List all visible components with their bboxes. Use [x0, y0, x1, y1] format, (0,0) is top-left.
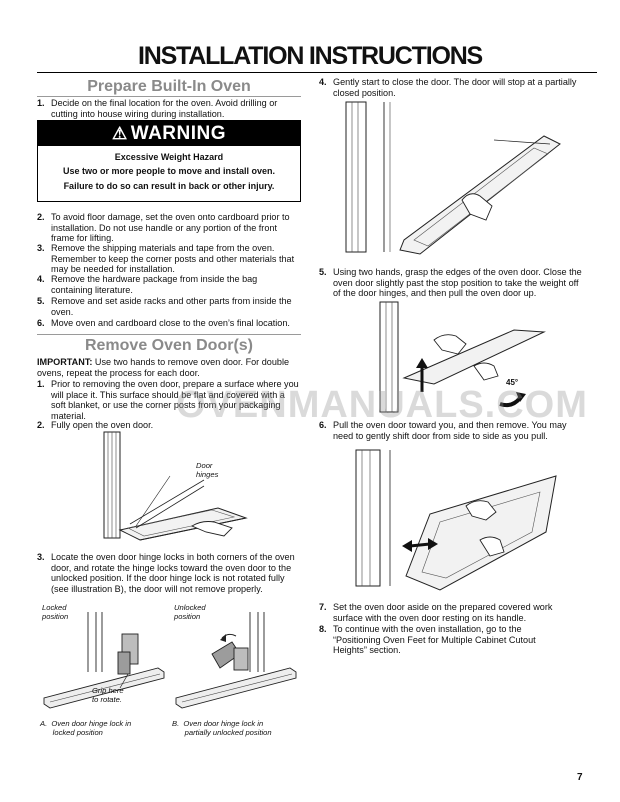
step-remove-8: 8. To continue with the oven installatio…	[319, 624, 536, 656]
illustration-pull-door	[355, 449, 557, 591]
warning-line-1: Use two or more people to move and insta…	[62, 166, 276, 176]
step-prepare-6: 6. Move oven and cardboard close to the …	[37, 318, 290, 328]
title-rule	[37, 72, 597, 73]
step-remove-3: 3. Locate the oven door hinge locks in b…	[37, 552, 295, 594]
illustration-lift-door	[379, 301, 546, 413]
watermark: OVENMANUALS.COM	[176, 384, 588, 426]
locked-position-label: Locked position	[42, 603, 69, 621]
step-prepare-3: 3. Remove the shipping materials and tap…	[37, 243, 295, 275]
grip-here-label: Grip here to rotate.	[92, 686, 124, 704]
step-prepare-5: 5. Remove and set aside racks and other …	[37, 296, 292, 317]
warning-header: ⚠ WARNING	[38, 121, 300, 146]
step-remove-4: 4. Gently start to close the door. The d…	[319, 77, 577, 98]
step-remove-7: 7. Set the oven door aside on the prepar…	[319, 602, 553, 623]
warning-hazard: Excessive Weight Hazard	[114, 152, 224, 162]
page-title: INSTALLATION INSTRUCTIONS	[137, 42, 483, 70]
step-remove-5: 5. Using two hands, grasp the edges of t…	[319, 267, 582, 299]
illustration-hinge-unlocked	[175, 612, 297, 709]
page-number: 7	[577, 772, 583, 783]
step-remove-1: 1. Prior to removing the oven door, prep…	[37, 379, 299, 421]
caption-a: A. Oven door hinge lock in locked positi…	[40, 719, 132, 737]
step-prepare-4: 4. Remove the hardware package from insi…	[37, 274, 258, 295]
illustration-close-door	[345, 101, 561, 255]
important-note: IMPORTANT: Use two hands to remove oven …	[37, 357, 290, 378]
step-remove-2: 2. Fully open the oven door.	[37, 420, 154, 430]
section-rule	[37, 96, 301, 97]
illustration-hinge-locked	[43, 612, 165, 709]
door-hinges-label: Door hinges	[196, 461, 219, 479]
section-heading-remove: Remove Oven Door(s)	[84, 337, 254, 354]
warning-triangle-icon: ⚠	[111, 123, 128, 143]
section-rule-2	[37, 334, 301, 335]
caption-b: B. Oven door hinge lock in partially unl…	[172, 719, 272, 737]
step-prepare-1: 1. Decide on the final location for the …	[37, 98, 278, 119]
step-prepare-2: 2. To avoid floor damage, set the oven o…	[37, 212, 290, 244]
illustration-open-door	[103, 431, 248, 541]
step-remove-6: 6. Pull the oven door toward you, and th…	[319, 420, 567, 441]
warning-line-2: Failure to do so can result in back or o…	[63, 181, 275, 191]
angle-label: 45°	[506, 378, 519, 387]
unlocked-position-label: Unlocked position	[174, 603, 206, 621]
warning-box: ⚠ WARNING Excessive Weight Hazard Use tw…	[37, 120, 301, 202]
section-heading-prepare: Prepare Built-In Oven	[87, 78, 251, 95]
